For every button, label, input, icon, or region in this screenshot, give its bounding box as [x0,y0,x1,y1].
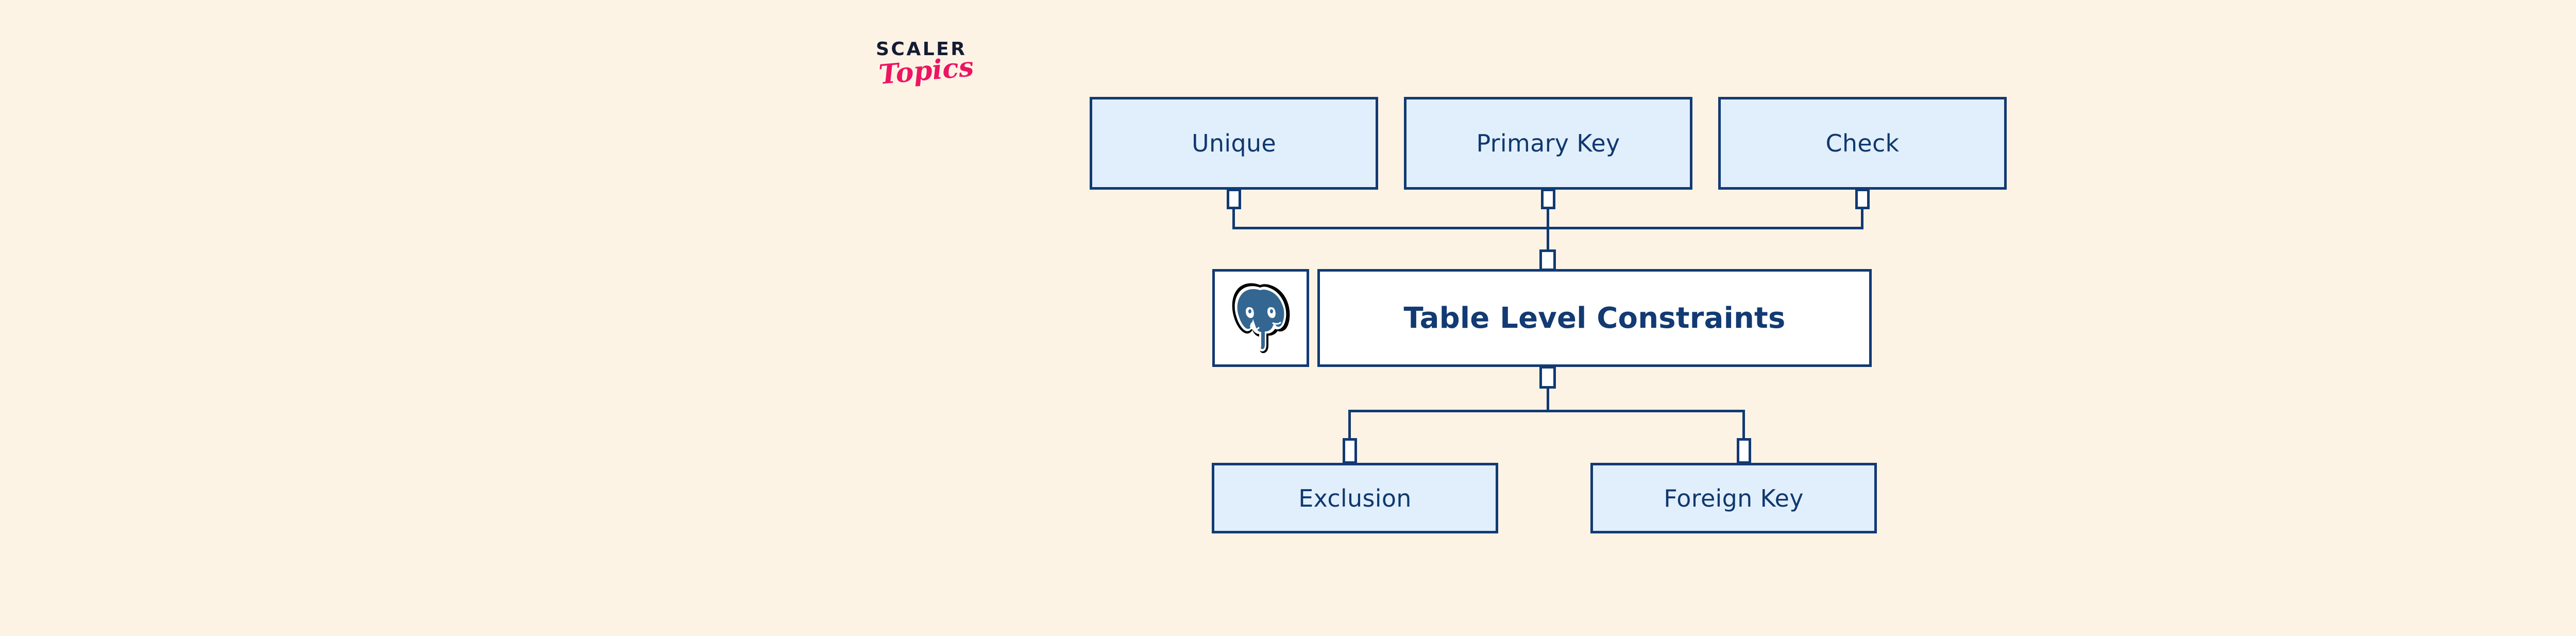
node-primary-key-label: Primary Key [1476,129,1620,157]
node-foreign-key[interactable]: Foreign Key [1590,463,1877,533]
connector-line-center-top [1547,227,1549,252]
node-check-label: Check [1825,129,1900,157]
connector-stub-primary-key [1541,189,1555,209]
connector-line-unique-drop [1232,208,1235,228]
connector-stub-center-top [1539,249,1556,271]
center-node-table-level-constraints[interactable]: Table Level Constraints [1317,269,1872,367]
scaler-topics-logo: SCALER Topics [876,40,1030,133]
node-foreign-key-label: Foreign Key [1664,484,1804,512]
connector-line-primary-key-drop [1547,208,1549,228]
connector-line-center-bottom [1547,388,1549,411]
brand-name-primary: SCALER [876,39,967,60]
connector-stub-foreign-key [1737,438,1751,464]
center-node-title: Table Level Constraints [1403,301,1786,335]
node-check[interactable]: Check [1718,97,2007,190]
connector-stub-unique [1227,189,1241,209]
connector-bus-bottom [1348,410,1745,412]
node-unique[interactable]: Unique [1090,97,1378,190]
node-primary-key[interactable]: Primary Key [1404,97,1692,190]
connector-line-check-drop [1861,208,1863,228]
connector-stub-center-bottom [1539,366,1556,389]
node-exclusion[interactable]: Exclusion [1212,463,1498,533]
node-exclusion-label: Exclusion [1298,484,1412,512]
connector-line-foreign-key-drop [1742,410,1745,439]
postgresql-logo-box[interactable] [1212,269,1309,367]
connector-stub-check [1855,189,1870,209]
connector-stub-exclusion [1343,438,1357,464]
connector-line-exclusion-drop [1348,410,1351,439]
postgresql-elephant-icon [1232,283,1290,354]
node-unique-label: Unique [1191,129,1277,157]
